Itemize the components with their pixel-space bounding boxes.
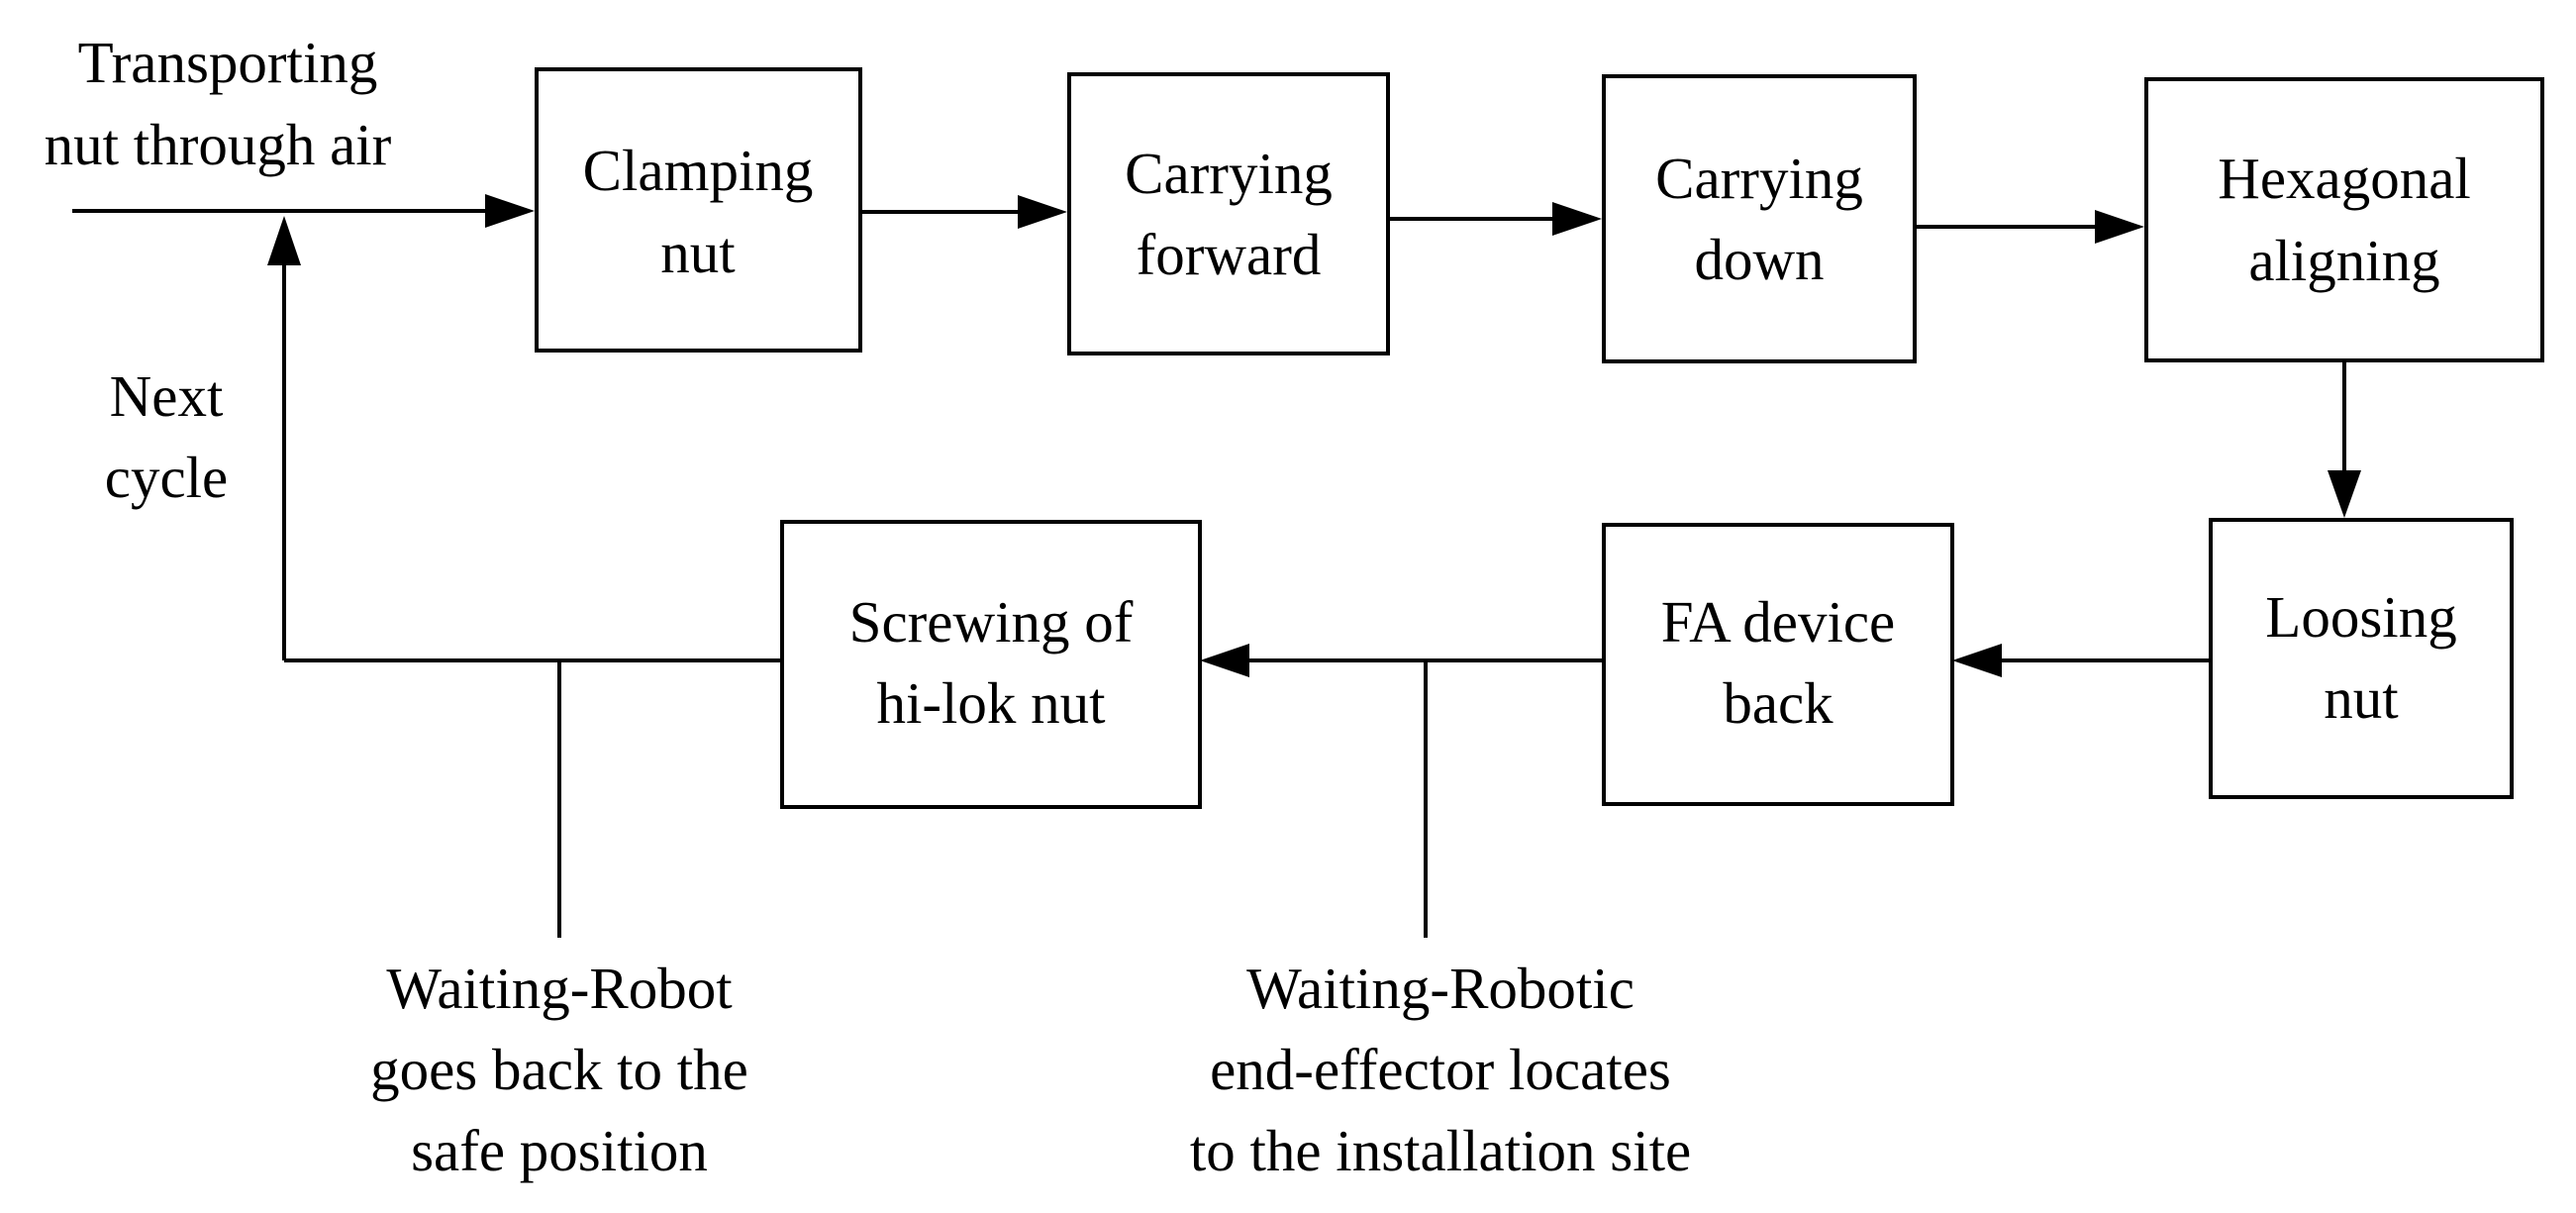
arrow-into-carrying-down <box>1552 202 1602 236</box>
label-waiting-robot-line-2: goes back to the <box>370 1037 748 1102</box>
step-carrying-forward-line-1: Carrying <box>1125 141 1333 206</box>
label-waiting-robotic: Waiting-Robotic end-effector locates to … <box>1190 956 1691 1183</box>
step-clamping-nut: Clamping nut <box>535 67 862 353</box>
label-waiting-robot: Waiting-Robot goes back to the safe posi… <box>370 956 748 1183</box>
arrow-into-hexagonal <box>2095 210 2144 244</box>
step-fa-device-back: FA device back <box>1602 523 1954 806</box>
step-fa-device-back-line-1: FA device <box>1661 589 1896 655</box>
step-fa-device-back-line-2: back <box>1723 670 1833 736</box>
step-hexagonal-aligning: Hexagonal aligning <box>2144 77 2544 362</box>
step-hexagonal-aligning-line-1: Hexagonal <box>2218 146 2471 211</box>
arrow-next-cycle <box>267 216 301 265</box>
arrow-into-clamping <box>485 194 535 228</box>
step-loosing-nut: Loosing nut <box>2209 518 2514 799</box>
step-carrying-forward-line-2: forward <box>1137 222 1322 287</box>
label-waiting-robot-line-1: Waiting-Robot <box>386 956 733 1021</box>
step-screwing-hilok-nut: Screwing of hi-lok nut <box>780 520 1202 809</box>
label-next-cycle: Next cycle <box>105 363 228 510</box>
label-next-cycle-line-2: cycle <box>105 445 228 510</box>
label-next-cycle-line-1: Next <box>110 363 224 429</box>
step-screwing-hilok-nut-line-1: Screwing of <box>849 589 1134 655</box>
step-clamping-nut-line-2: nut <box>660 220 736 285</box>
label-transporting-line-1: Transporting <box>78 30 378 95</box>
step-carrying-down: Carrying down <box>1602 74 1917 363</box>
step-hexagonal-aligning-line-2: aligning <box>2248 228 2439 293</box>
step-carrying-forward: Carrying forward <box>1067 72 1390 355</box>
label-waiting-robotic-line-3: to the installation site <box>1190 1118 1691 1183</box>
label-waiting-robotic-line-2: end-effector locates <box>1210 1037 1671 1102</box>
label-transporting-line-2: nut through air <box>45 112 392 177</box>
step-loosing-nut-line-2: nut <box>2324 665 2399 731</box>
step-clamping-nut-line-1: Clamping <box>583 138 814 203</box>
arrow-into-fa-device <box>1952 644 2002 677</box>
arrow-into-screwing <box>1200 644 1249 677</box>
label-waiting-robot-line-3: safe position <box>411 1118 708 1183</box>
arrow-into-loosing <box>2328 470 2361 518</box>
step-loosing-nut-line-1: Loosing <box>2265 584 2456 650</box>
label-transporting-nut: Transporting nut through air <box>45 30 392 177</box>
step-screwing-hilok-nut-line-2: hi-lok nut <box>876 670 1106 736</box>
step-carrying-down-line-1: Carrying <box>1655 146 1863 211</box>
step-carrying-down-line-2: down <box>1694 227 1824 292</box>
label-waiting-robotic-line-1: Waiting-Robotic <box>1246 956 1635 1021</box>
arrow-into-carrying-forward <box>1018 195 1067 229</box>
